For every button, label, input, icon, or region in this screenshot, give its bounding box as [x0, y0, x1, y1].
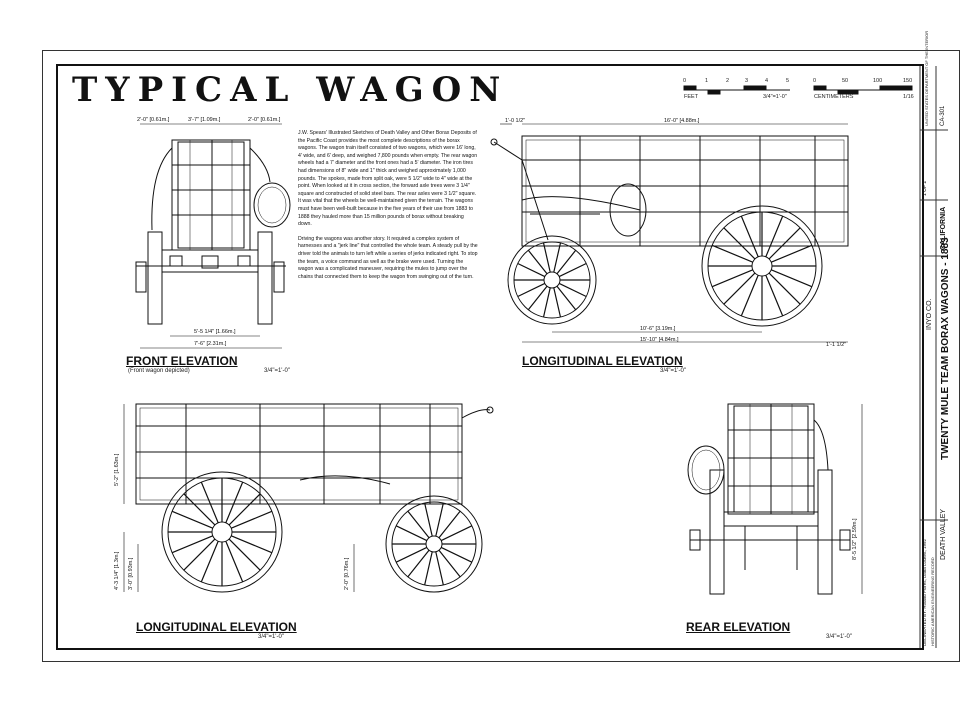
- longitudinal-elevation-top-drawing: [490, 123, 849, 343]
- scale-feet-tick: 2: [726, 78, 730, 84]
- dimension-label: 1'-0 1/2": [505, 118, 526, 124]
- title-block-state: CALIFORNIA: [940, 206, 947, 250]
- rear-elevation-drawing: [687, 403, 863, 595]
- scale-feet-tick: 4: [765, 78, 769, 84]
- front-elevation-note: (Front wagon depicted): [128, 368, 190, 374]
- front-elevation-label: FRONT ELEVATION: [126, 354, 238, 368]
- dimension-label: 3'-0" [0.93m.]: [128, 557, 134, 590]
- title-block-agency: HISTORIC AMERICAN ENGINEERING RECORD: [930, 557, 935, 646]
- description-text: J.W. Spears' Illustrated Sketches of Dea…: [298, 130, 478, 288]
- scale-feet-tick: 5: [786, 78, 790, 84]
- title-block-sheet-no: 1 OF 2: [922, 180, 928, 196]
- scale-cm-tick: 0: [813, 78, 817, 84]
- page-title: TYPICAL WAGON: [72, 70, 509, 110]
- dimension-label: 8'-5 1/2" [2.59m.]: [852, 518, 858, 560]
- drawing-border: [56, 64, 924, 650]
- front-elevation-drawing: [135, 123, 291, 349]
- description-paragraph-2: Driving the wagons was another story. It…: [298, 235, 478, 280]
- longitudinal-elevation-bottom-label: LONGITUDINAL ELEVATION: [136, 620, 297, 634]
- scale-feet-ratio: 3/4"=1'-0": [763, 94, 787, 100]
- scale-feet-tick: 0: [683, 78, 687, 84]
- scale-cm-tick: 50: [842, 78, 849, 84]
- dimension-label: 2'-0" [0.76m.]: [344, 557, 350, 590]
- longitudinal-elevation-top-scale: 3/4"=1'-0": [660, 368, 686, 374]
- front-elevation-scale: 3/4"=1'-0": [264, 368, 290, 374]
- dimension-label: 4'-3 1/4" [1.3m.]: [114, 551, 120, 590]
- scale-cm-tick: 100: [873, 78, 883, 84]
- description-paragraph-1: J.W. Spears' Illustrated Sketches of Dea…: [298, 130, 478, 228]
- scale-cm-tick: 150: [903, 78, 913, 84]
- dimension-label: 10'-6" [3.19m.]: [640, 326, 676, 332]
- title-block-dept: UNITED STATES DEPARTMENT OF THE INTERIOR: [924, 30, 929, 126]
- title-block-project: TWENTY MULE TEAM BORAX WAGONS - 1883: [940, 237, 951, 460]
- dimension-label: 5'-2" [1.63m.]: [114, 453, 120, 486]
- dimension-label: 5'-5 1/4" [1.66m.]: [194, 329, 236, 335]
- scale-feet-tick: 1: [705, 78, 709, 84]
- dimension-label: 1'-1 1/2": [826, 342, 847, 348]
- scale-cm-label: CENTIMETERS: [814, 94, 854, 100]
- title-block-survey-no: CA-301: [940, 105, 946, 126]
- rear-elevation-scale: 3/4"=1'-0": [826, 634, 852, 640]
- title-block-frame: [919, 66, 948, 648]
- title-block-county: INYO CO.: [926, 298, 933, 330]
- dimension-label: 7'-6" [2.31m.]: [194, 341, 227, 347]
- dimension-label: 2'-0" [0.61m.]: [248, 117, 281, 123]
- title-block-delineator: DELINEATED BY: Roland Flores, Dana Locke…: [922, 539, 927, 646]
- longitudinal-elevation-bottom-drawing: [123, 403, 494, 593]
- longitudinal-elevation-bottom-scale: 3/4"=1'-0": [258, 634, 284, 640]
- scale-feet-tick: 3: [745, 78, 749, 84]
- scale-feet-label: FEET: [684, 94, 699, 100]
- dimension-label: 2'-0" [0.61m.]: [137, 117, 170, 123]
- title-block-location: DEATH VALLEY: [940, 508, 947, 560]
- rear-elevation-label: REAR ELEVATION: [686, 620, 791, 634]
- longitudinal-elevation-top-label: LONGITUDINAL ELEVATION: [522, 354, 683, 368]
- dimension-label: 3'-7" [1.09m.]: [188, 117, 221, 123]
- dimension-label: 15'-10" [4.84m.]: [640, 337, 679, 343]
- dimension-label: 16'-0" [4.88m.]: [664, 118, 700, 124]
- scale-cm-ratio: 1/16: [903, 94, 914, 100]
